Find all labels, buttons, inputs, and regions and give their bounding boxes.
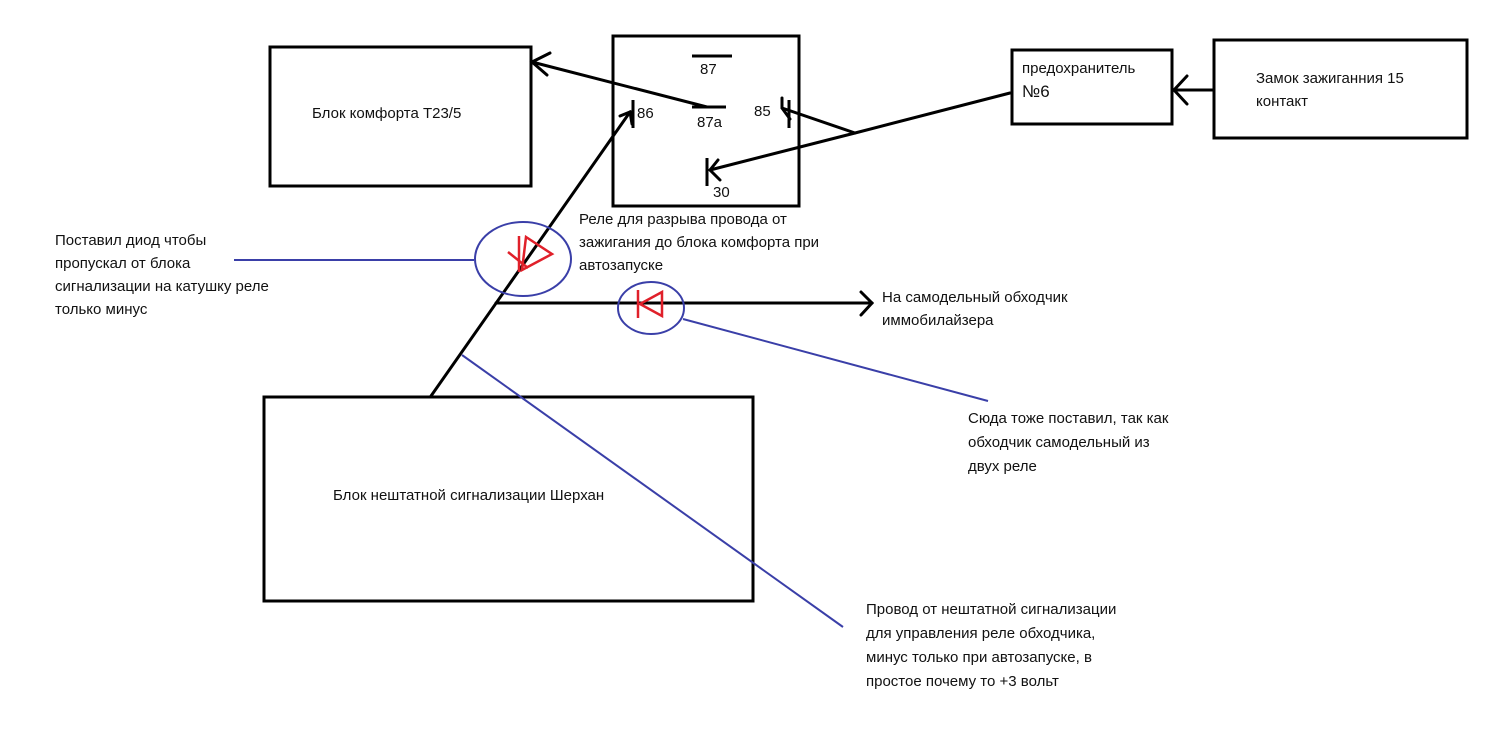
wire-note-line3: минус только при автозапуске, в — [866, 649, 1092, 666]
diode2-note-line1: Сюда тоже поставил, так как — [968, 410, 1169, 427]
ignition-label-line2: контакт — [1256, 93, 1309, 110]
diode-1-icon — [507, 234, 555, 273]
immo-note-line1: На самодельный обходчик — [882, 289, 1068, 306]
immo-note-line2: иммобилайзера — [882, 312, 994, 329]
fuse-box — [1010, 48, 1174, 126]
diode1-note-line4: только минус — [55, 301, 148, 318]
relay-pin-86: 86 — [637, 105, 654, 122]
fuse-label-line1: предохранитель — [1022, 60, 1136, 77]
relay-box — [611, 34, 801, 208]
relay-caption-line1: Реле для разрыва провода от — [579, 211, 787, 228]
fuse-label-line2: №6 — [1022, 82, 1050, 101]
comfort-block-box — [268, 45, 533, 188]
annotation-pointers — [234, 221, 989, 628]
relay-pin-85: 85 — [754, 103, 771, 120]
wires — [429, 51, 1215, 398]
relay-pin-87a: 87a — [697, 114, 723, 131]
wire-note-line4: простое почему то +3 вольт — [866, 673, 1059, 690]
relay-pin-30: 30 — [713, 184, 730, 201]
diode1-note-line2: пропускал от блока — [55, 255, 191, 272]
wire-note-line2: для управления реле обходчика, — [866, 625, 1096, 642]
ignition-label-line1: Замок зажиганния 15 — [1256, 70, 1404, 87]
diode1-note-line3: сигнализации на катушку реле — [55, 278, 269, 295]
comfort-block-label: Блок комфорта Т23/5 — [312, 105, 462, 122]
relay-caption-line3: автозапуске — [579, 257, 664, 274]
alarm-block-box — [262, 395, 755, 603]
relay-pin-87: 87 — [700, 61, 717, 78]
diode2-note-line3: двух реле — [968, 458, 1037, 475]
diode-2-icon — [636, 289, 664, 319]
wire-note-line1: Провод от нештатной сигнализации — [866, 601, 1117, 618]
diode1-note-line1: Поставил диод чтобы — [55, 232, 207, 249]
relay-caption-line2: зажигания до блока комфорта при — [579, 234, 820, 251]
diode2-note-line2: обходчик самодельный из — [968, 434, 1150, 451]
alarm-block-label: Блок нештатной сигнализации Шерхан — [333, 487, 605, 504]
